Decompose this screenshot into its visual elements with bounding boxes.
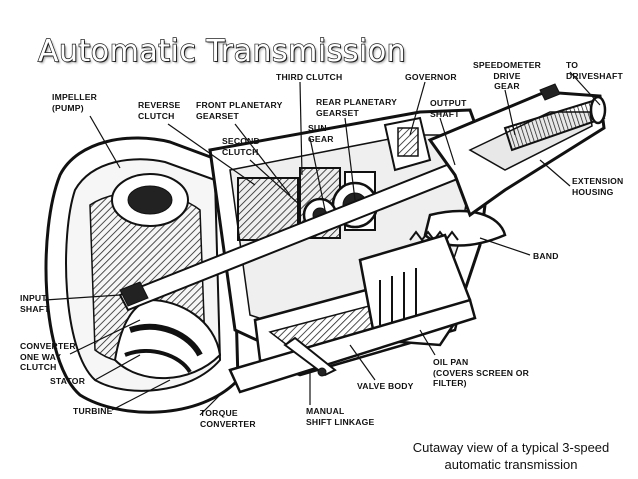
label-manual-shift-linkage: MANUAL SHIFT LINKAGE xyxy=(306,406,375,427)
label-stator: STATOR xyxy=(50,376,86,386)
label-output-shaft: OUTPUT SHAFT xyxy=(430,98,467,119)
figure-caption: Cutaway view of a typical 3-speed automa… xyxy=(388,439,634,473)
torque-converter-housing xyxy=(44,136,240,414)
label-governor: GOVERNOR xyxy=(405,72,457,82)
label-speedometer-drive-gear: SPEEDOMETER DRIVE GEAR xyxy=(472,60,542,91)
label-input-shaft: INPUT SHAFT xyxy=(20,293,50,314)
callout-leader-lines xyxy=(44,71,601,416)
label-reverse-clutch: REVERSE CLUTCH xyxy=(138,100,181,121)
label-front-planetary-gearset: FRONT PLANETARY GEARSET xyxy=(196,100,283,121)
label-rear-planetary-gearset: REAR PLANETARY GEARSET xyxy=(316,97,398,118)
valve-body-and-oil-pan xyxy=(228,233,477,394)
label-third-clutch: THIRD CLUTCH xyxy=(276,72,343,82)
label-valve-body: VALVE BODY xyxy=(357,381,414,391)
caption-line-1: Cutaway view of a typical 3-speed xyxy=(412,440,610,455)
label-impeller: IMPELLER (PUMP) xyxy=(52,92,98,113)
label-band: BAND xyxy=(533,251,559,261)
label-second-clutch: SECOND CLUTCH xyxy=(222,136,260,157)
label-converter-one-way-clutch: CONVERTER ONE WAY CLUTCH xyxy=(20,341,76,372)
label-turbine: TURBINE xyxy=(73,406,113,416)
label-to-driveshaft: TO DRIVESHAFT xyxy=(566,60,623,81)
label-oil-pan: OIL PAN (COVERS SCREEN OR FILTER) xyxy=(433,357,530,388)
label-torque-converter: TORQUE CONVERTER xyxy=(200,408,256,429)
slide-title: Automatic Transmission xyxy=(37,33,407,69)
label-extension-housing: EXTENSION HOUSING xyxy=(572,176,624,197)
caption-line-2: automatic transmission xyxy=(444,457,578,472)
extension-housing xyxy=(427,83,607,218)
label-sun-gear: SUN GEAR xyxy=(308,123,334,144)
